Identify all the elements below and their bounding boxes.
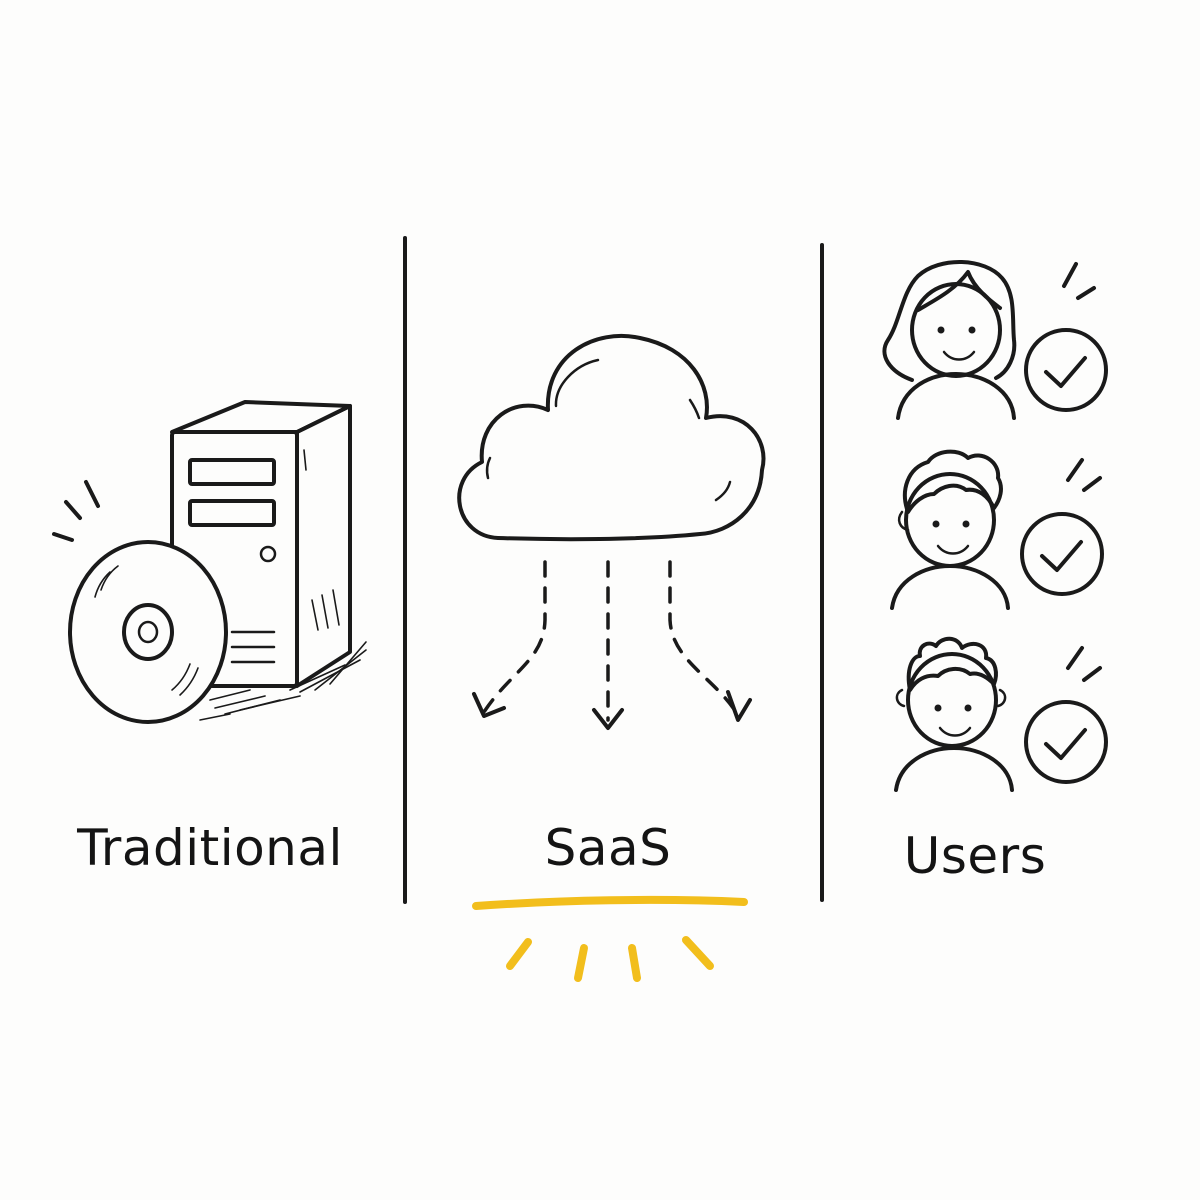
spark-2 xyxy=(574,944,588,982)
server-vents xyxy=(230,630,276,664)
spark-4 xyxy=(682,936,714,970)
spark-3 xyxy=(628,944,641,982)
server-side xyxy=(295,404,352,688)
user-avatar-1 xyxy=(882,259,1017,420)
drive-bay-2 xyxy=(188,499,276,527)
download-arrows xyxy=(472,560,752,730)
check-badge-3 xyxy=(1024,646,1108,784)
cloud-outline xyxy=(457,333,766,542)
drive-bay-1 xyxy=(188,458,276,486)
check-badge-1 xyxy=(1024,262,1108,412)
disc xyxy=(68,540,228,724)
label-users: Users xyxy=(903,827,1047,885)
disc-center-hole xyxy=(137,620,159,644)
user-2-hair xyxy=(902,449,1003,514)
user-1-shoulders xyxy=(896,372,1016,420)
user-3-hair xyxy=(906,636,998,692)
cloud-icon xyxy=(457,333,766,542)
power-button xyxy=(259,545,277,563)
user-avatar-2 xyxy=(890,449,1010,610)
spark-1 xyxy=(506,938,532,970)
disc-hub xyxy=(122,603,174,661)
check-badge-2 xyxy=(1020,458,1104,596)
users-with-checkmarks-icon xyxy=(882,259,1108,792)
arrow-left xyxy=(482,560,547,714)
label-saas: SaaS xyxy=(544,819,672,877)
user-1-hair xyxy=(882,259,1017,382)
user-3-shoulders xyxy=(894,746,1014,792)
highlight-underline xyxy=(472,895,748,910)
server-and-disc-icon xyxy=(52,400,367,724)
label-traditional: Traditional xyxy=(77,819,343,877)
user-2-shoulders xyxy=(890,564,1010,610)
saas-highlight xyxy=(472,895,748,982)
server-top xyxy=(170,400,352,434)
arrow-right xyxy=(668,560,738,714)
disc-shine-marks xyxy=(52,480,100,542)
user-avatar-3 xyxy=(894,636,1014,792)
